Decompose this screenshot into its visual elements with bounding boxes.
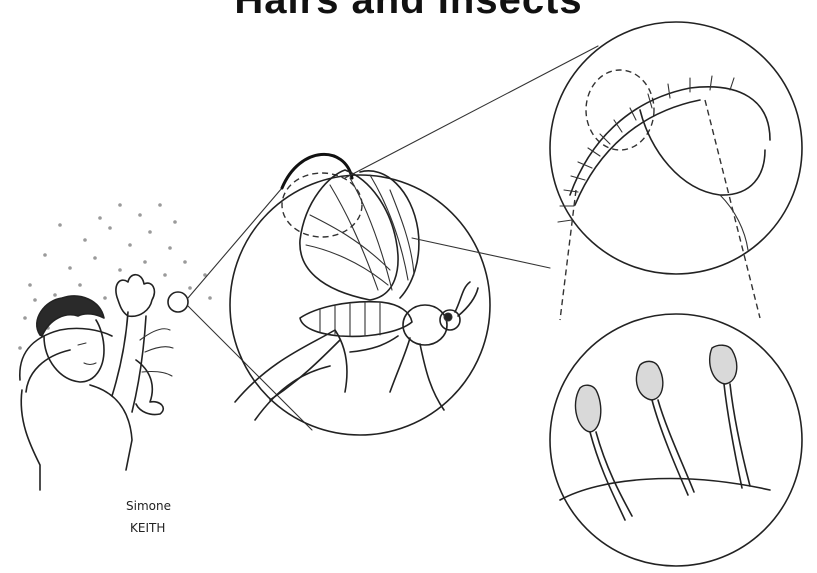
- signature-line-1: Simone: [126, 499, 171, 513]
- artist-signature: Simone KEITH: [126, 499, 171, 535]
- signature-line-2: KEITH: [130, 521, 165, 535]
- zoom-lines-3: [560, 100, 760, 320]
- zoom-lines-1: [188, 188, 312, 430]
- hair-zoom-circle: [550, 314, 802, 566]
- mosquito-illustration: [235, 170, 478, 420]
- person-figure: [20, 275, 173, 490]
- wing-zoom-circle: [550, 22, 802, 274]
- small-insect-circle: [168, 292, 188, 312]
- zoom-lines-2: [345, 46, 598, 268]
